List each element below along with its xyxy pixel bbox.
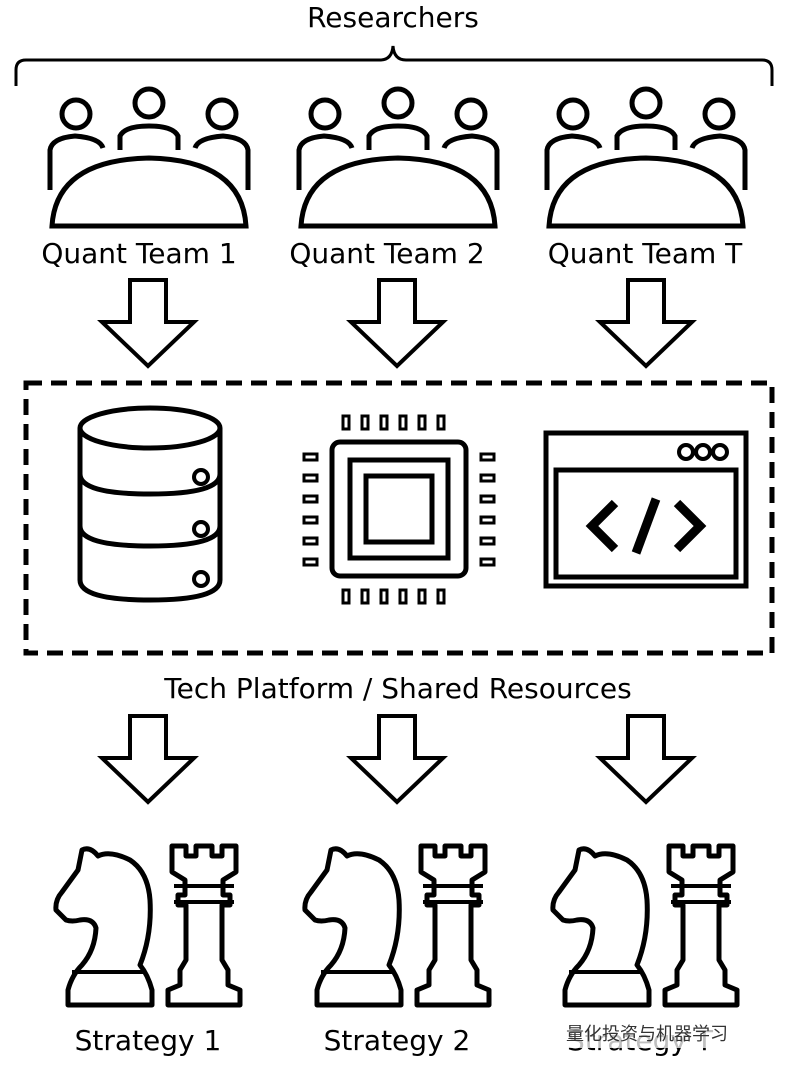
strategy-icon-2 bbox=[305, 846, 489, 1005]
arrow-strategy-3 bbox=[598, 714, 694, 804]
researchers-title: Researchers bbox=[307, 1, 479, 34]
arrow-strategy-1 bbox=[100, 714, 196, 804]
team-icon-3 bbox=[547, 89, 745, 226]
team-icon-1 bbox=[50, 89, 248, 226]
database-icon bbox=[77, 405, 223, 603]
arrow-team-1 bbox=[100, 278, 196, 368]
team-icon-2 bbox=[299, 89, 497, 226]
strategy-label-2: Strategy 2 bbox=[323, 1024, 471, 1057]
arrow-team-2 bbox=[349, 278, 445, 368]
team-label-3: Quant Team T bbox=[547, 237, 743, 270]
arrow-team-3 bbox=[598, 278, 694, 368]
code-window-icon bbox=[543, 430, 749, 589]
team-label-1: Quant Team 1 bbox=[41, 237, 237, 270]
arrow-strategy-2 bbox=[349, 714, 445, 804]
strategy-icon-3 bbox=[553, 846, 737, 1005]
researchers-brace bbox=[14, 45, 774, 86]
team-label-2: Quant Team 2 bbox=[289, 237, 485, 270]
platform-box bbox=[23, 380, 775, 656]
platform-label: Tech Platform / Shared Resources bbox=[164, 672, 632, 705]
strategy-icon-1 bbox=[56, 846, 240, 1005]
cpu-chip-icon bbox=[302, 414, 496, 605]
watermark: 量化投资与机器学习 bbox=[560, 1018, 734, 1048]
strategy-label-1: Strategy 1 bbox=[74, 1024, 222, 1057]
